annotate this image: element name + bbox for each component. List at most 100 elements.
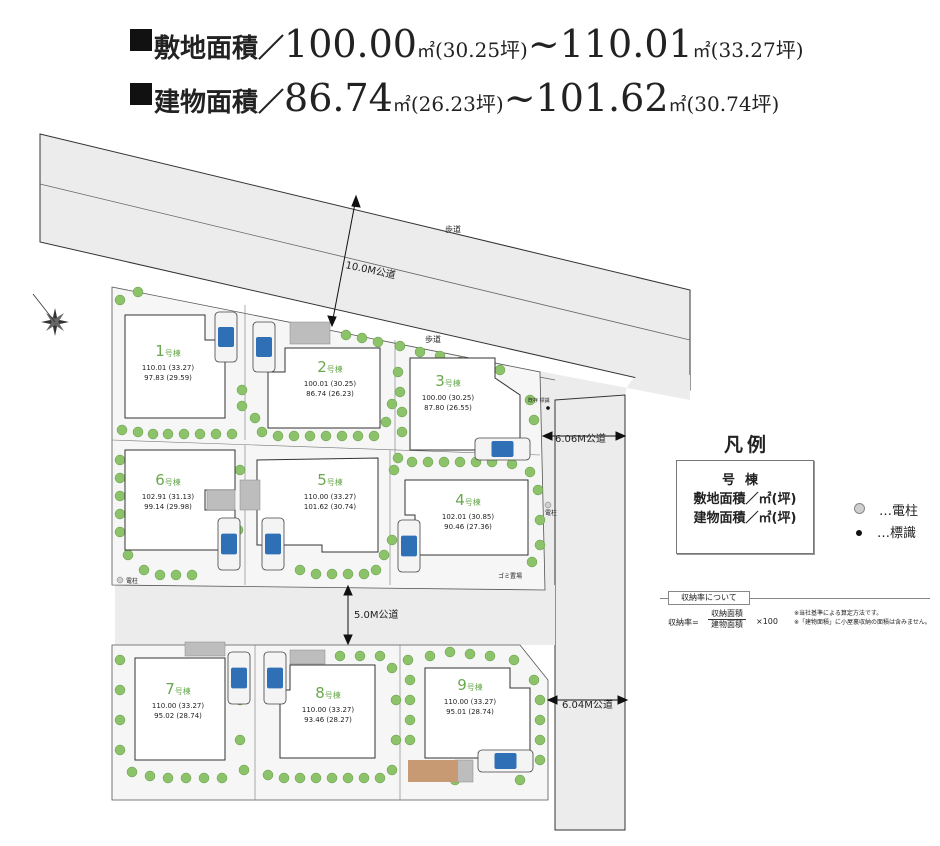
lot-7-title: 7号棟 (165, 680, 191, 698)
legend-box: 号棟 敷地面積／㎡(坪) 建物面積／㎡(坪) (676, 460, 814, 554)
lot-5-site-area: 110.00 (33.27) (304, 493, 356, 501)
tree-icon (262, 769, 274, 781)
lot-5-title: 5号棟 (317, 471, 343, 489)
tree-icon (356, 332, 368, 344)
tree-icon (342, 568, 354, 580)
utility-pole-icon (854, 503, 865, 514)
building-area-min-tsubo: (26.23坪) (410, 92, 504, 116)
tree-icon (304, 430, 316, 442)
lot-suffix: 号棟 (165, 477, 181, 487)
tree-icon (310, 568, 322, 580)
tree-icon (132, 426, 144, 438)
tree-icon (406, 456, 418, 468)
lot-suffix: 号棟 (465, 497, 481, 507)
tree-icon (236, 400, 248, 412)
tree-icon (380, 416, 392, 428)
compass-icon (32, 293, 69, 336)
lot-1-title: 1号棟 (155, 342, 181, 360)
sidewalk-label-top: 歩道 (445, 224, 461, 234)
tree-icon (484, 650, 496, 662)
lot-1-site-area: 110.01 (33.27) (142, 364, 194, 372)
legend-title: 凡例 (724, 434, 771, 456)
road-sign-icon (856, 530, 862, 536)
lot-suffix: 号棟 (467, 682, 483, 692)
lot-number: 1 (155, 342, 165, 360)
tree-icon (114, 490, 126, 502)
tree-icon (508, 654, 520, 666)
building-8 (279, 664, 376, 759)
legend-sign-label: …標識 (877, 526, 917, 541)
car-icon (227, 651, 251, 705)
parking-cars (214, 311, 534, 773)
building-area-max: 101.62 (535, 76, 669, 120)
tree-icon (464, 648, 476, 660)
paving (184, 321, 474, 783)
tree-icon (178, 428, 190, 440)
east-road-lower-width: 6.04M公道 (562, 698, 613, 711)
tree-icon (116, 424, 128, 436)
tree-icon (334, 650, 346, 662)
lot-suffix: 号棟 (327, 364, 343, 374)
tree-icon (534, 539, 546, 551)
lot-3-site-area: 100.00 (30.25) (422, 394, 474, 402)
lot-8-title: 8号棟 (315, 684, 341, 702)
tree-icon (336, 430, 348, 442)
tree-icon (352, 430, 364, 442)
garbage-area-label: ゴミ置場 (498, 572, 522, 580)
site-area-max: 110.01 (559, 22, 693, 66)
tree-icon (132, 286, 144, 298)
square-bullet-icon (130, 83, 152, 105)
tree-icon (414, 346, 426, 358)
tree-icon (342, 772, 354, 784)
tree-icon (534, 714, 546, 726)
unit-sqm: ㎡ (692, 41, 711, 62)
lot-3-title: 3号棟 (435, 372, 461, 390)
tree-icon (278, 772, 290, 784)
storage-formula-lhs: 収納率= (668, 618, 699, 627)
tree-icon (194, 428, 206, 440)
tree-icon (422, 456, 434, 468)
pole-label-1: 電柱 (126, 577, 138, 585)
lot-2-building-area: 86.74 (26.23) (306, 390, 354, 398)
site-area-min: 100.00 (284, 22, 417, 66)
storage-numerator: 収納面積 (708, 609, 746, 620)
lot-suffix: 号棟 (175, 686, 191, 696)
tree-icon (198, 772, 210, 784)
tree-icon (238, 764, 250, 776)
unit-sqm: ㎡ (392, 95, 411, 116)
tree-icon (394, 386, 406, 398)
tree-icon (454, 456, 466, 468)
lot-4-title: 4号棟 (455, 491, 481, 509)
storage-note-title: 収納率について (668, 591, 750, 605)
car-icon (474, 437, 531, 461)
car-icon (252, 321, 276, 373)
tree-icon (114, 526, 126, 538)
tree-icon (396, 406, 408, 418)
storage-remark-2: ※「建物面積」に小屋裏収納の面積は含みません。 (794, 619, 931, 626)
tree-icon (234, 734, 246, 746)
lot-9-site-area: 110.00 (33.27) (444, 698, 496, 706)
tree-icon (162, 772, 174, 784)
tree-icon (524, 466, 536, 478)
lot-2-site-area: 100.01 (30.25) (304, 380, 356, 388)
site-area-max-tsubo: (33.27坪) (710, 38, 804, 62)
lot-number: 6 (155, 471, 165, 489)
tree-icon (534, 734, 546, 746)
tree-icon (210, 428, 222, 440)
building-area-min: 86.74 (284, 76, 393, 120)
legend-pole-label: …電柱 (879, 504, 919, 519)
tree-icon (494, 364, 506, 376)
tree-icon (532, 484, 544, 496)
tree-icon (226, 428, 238, 440)
tree-icon (114, 472, 126, 484)
lot-suffix: 号棟 (445, 378, 461, 388)
tree-icon (236, 384, 248, 396)
east-road-upper-width: 6.06M公道 (555, 432, 606, 445)
building-area-heading: 建物面積／86.74㎡(26.23坪)~101.62㎡(30.74坪) (130, 76, 779, 120)
lot-suffix: 号棟 (325, 690, 341, 700)
tree-icon (154, 569, 166, 581)
tree-icon (162, 428, 174, 440)
unit-sqm: ㎡ (668, 95, 687, 116)
dimension-arrows (327, 194, 629, 705)
